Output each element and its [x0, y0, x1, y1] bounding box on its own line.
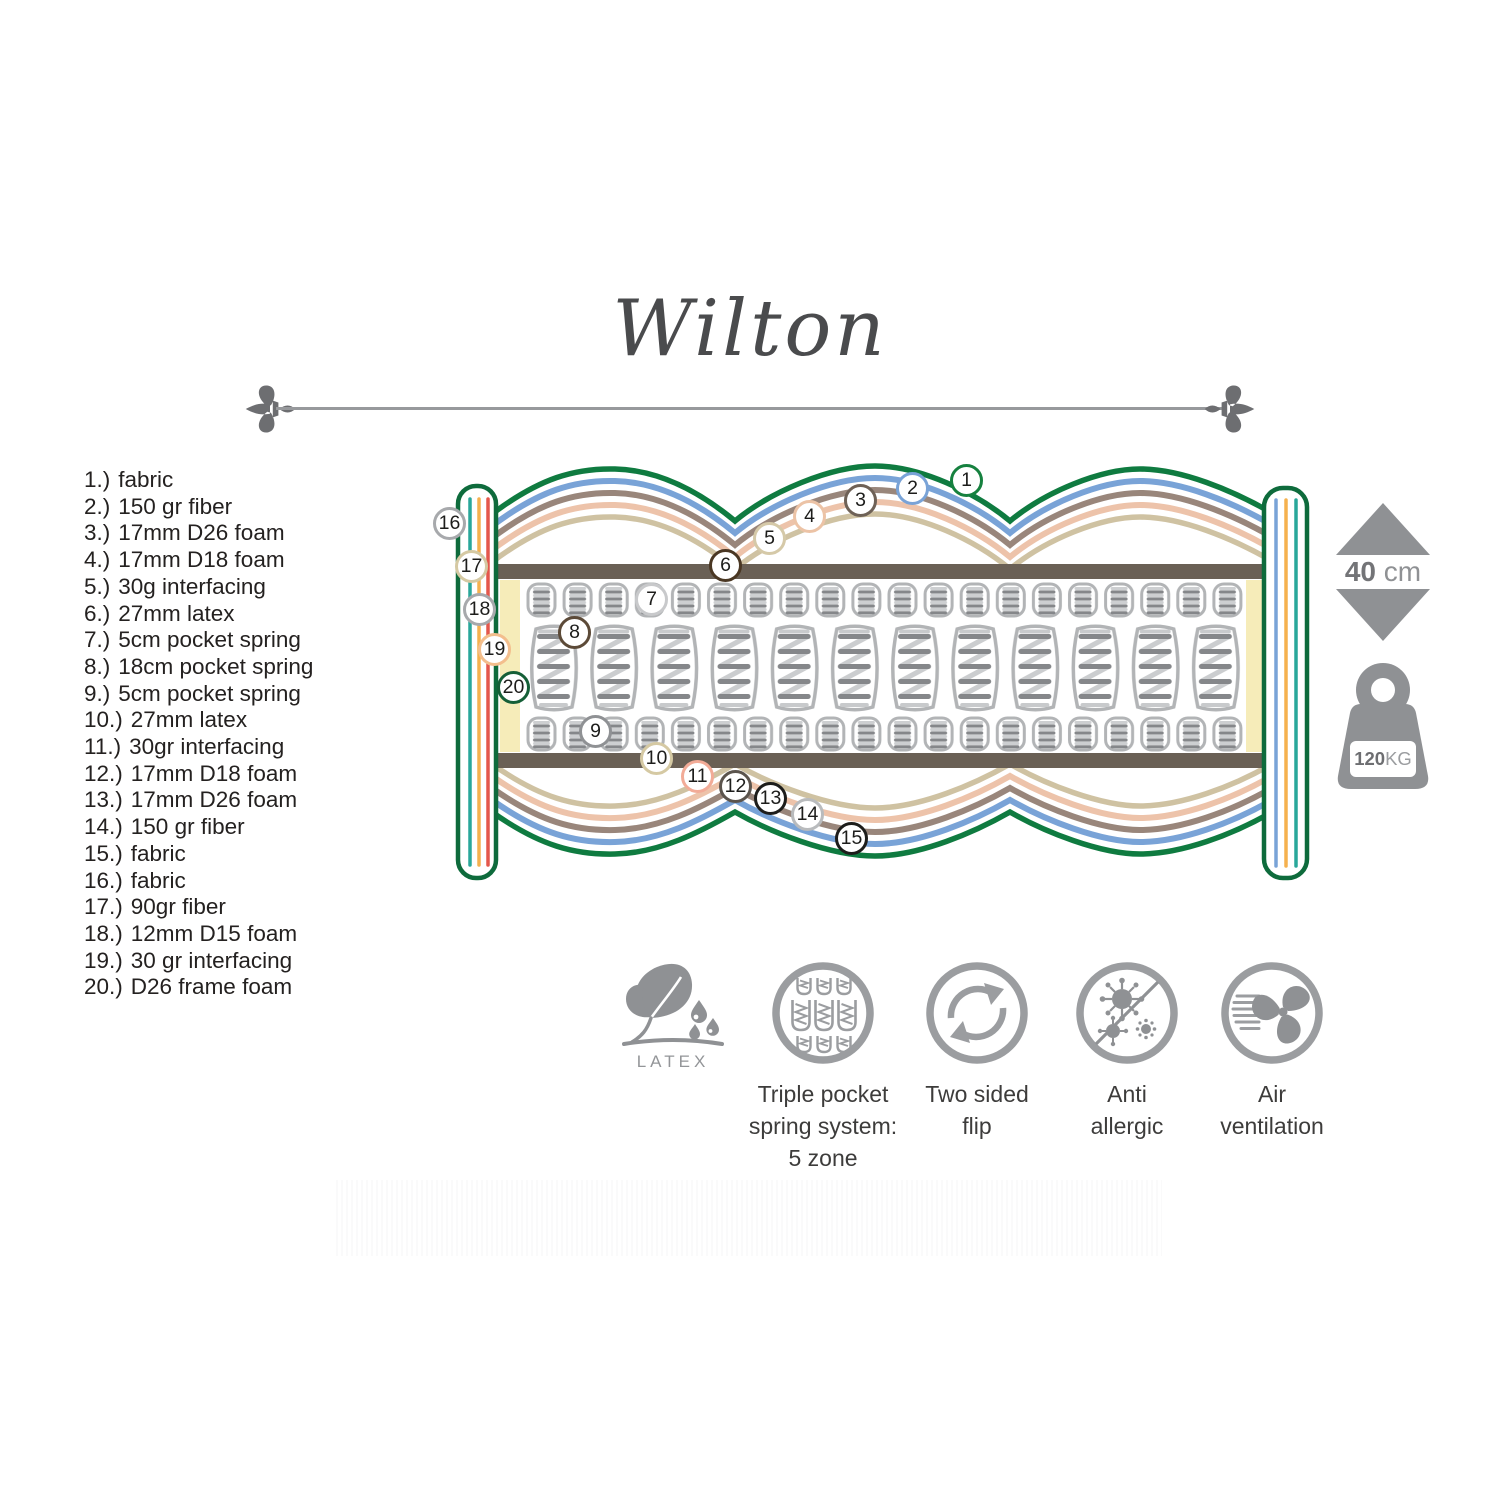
mattress-cross-section-diagram [455, 430, 1310, 881]
callout-13: 13 [754, 782, 787, 815]
height-spec: 40 cm [1336, 503, 1430, 641]
legend-item: 1.)fabric [84, 467, 174, 492]
feature-two-sided-flip: Two sided flip [900, 958, 1054, 1142]
fleur-de-lis-right-icon [1202, 381, 1258, 437]
pocket-spring-row-middle [524, 622, 1246, 714]
legend-item: 19.)30 gr interfacing [84, 947, 293, 973]
feature-label: Two sided flip [925, 1081, 1029, 1139]
layer-legend: 1.)fabric 2.)150 gr fiber 3.)17mm D26 fo… [84, 467, 313, 1001]
bottom-layers [492, 764, 1272, 856]
callout-1: 1 [950, 464, 983, 497]
weight-icon [1337, 663, 1429, 789]
legend-item: 10.)27mm latex [84, 707, 248, 733]
callout-16: 16 [433, 507, 466, 540]
height-value: 40 cm [1344, 556, 1422, 587]
weight-spec: 120KG [1333, 659, 1433, 806]
callout-8: 8 [558, 616, 591, 649]
legend-item: 16.)fabric [84, 867, 186, 893]
legend-item: 3.)17mm D26 foam [84, 520, 285, 546]
legend-item: 20.)D26 frame foam [84, 974, 293, 1000]
frame-foam-right [1246, 580, 1266, 752]
latex-label: LATEX [636, 1052, 710, 1071]
divider-line [276, 407, 1224, 410]
feature-air-ventilation: Air ventilation [1195, 958, 1349, 1142]
height-arrows-icon [1336, 503, 1430, 641]
legend-item: 8.)18cm pocket spring [84, 653, 314, 679]
weight-value: 120KG [1354, 748, 1412, 769]
triple-pocket-spring-icon [772, 962, 874, 1064]
legend-item: 14.)150 gr fiber [84, 814, 245, 840]
callout-19: 19 [478, 633, 511, 666]
legend-item: 2.)150 gr fiber [84, 493, 233, 519]
latex-leaf-icon [622, 963, 724, 1046]
callout-17: 17 [455, 550, 488, 583]
side-cap-left [455, 483, 499, 881]
callout-10: 10 [640, 742, 673, 775]
legend-item: 9.)5cm pocket spring [84, 680, 301, 706]
two-sided-flip-icon [926, 962, 1028, 1064]
callout-14: 14 [791, 798, 824, 831]
air-ventilation-icon [1221, 962, 1323, 1064]
pocket-spring-row-top [524, 582, 1246, 618]
legend-item: 7.)5cm pocket spring [84, 627, 301, 653]
callout-12: 12 [719, 770, 752, 803]
legend-item: 6.)27mm latex [84, 600, 235, 626]
legend-item: 12.)17mm D18 foam [84, 760, 298, 786]
callout-5: 5 [753, 522, 786, 555]
legend-item: 13.)17mm D26 foam [84, 787, 298, 813]
callout-2: 2 [896, 472, 929, 505]
callout-7: 7 [635, 583, 668, 616]
feature-anti-allergic: Anti allergic [1050, 958, 1204, 1142]
anti-allergic-icon [1076, 962, 1178, 1064]
legend-item: 4.)17mm D18 foam [84, 547, 285, 573]
feature-label: Triple pocket spring system: 5 zone [748, 1081, 898, 1171]
latex-layer-top [495, 564, 1270, 579]
frame-foam-left [500, 580, 520, 752]
callout-9: 9 [579, 715, 612, 748]
side-cap-right [1261, 485, 1310, 881]
callout-18: 18 [463, 593, 496, 626]
feature-label: Anti allergic [1090, 1081, 1164, 1139]
callout-15: 15 [835, 822, 868, 855]
faint-print-artifact [336, 1180, 1162, 1256]
callout-3: 3 [844, 484, 877, 517]
callout-11: 11 [681, 760, 714, 793]
pocket-spring-row-bottom [524, 716, 1246, 752]
legend-item: 15.)fabric [84, 840, 186, 866]
feature-latex: LATEX [596, 960, 750, 1072]
callout-6: 6 [709, 549, 742, 582]
legend-item: 11.)30gr interfacing [84, 734, 285, 760]
callout-4: 4 [793, 500, 826, 533]
feature-label: Air ventilation [1220, 1081, 1324, 1139]
latex-layer-bottom [495, 753, 1270, 768]
page-title: Wilton [612, 284, 888, 374]
top-layers [492, 466, 1272, 569]
legend-item: 5.)30g interfacing [84, 573, 266, 599]
legend-item: 17.)90gr fiber [84, 894, 226, 920]
legend-item: 18.)12mm D15 foam [84, 920, 298, 946]
divider [242, 380, 1258, 438]
feature-triple-pocket-spring: Triple pocket spring system: 5 zone [746, 958, 900, 1174]
callout-20: 20 [497, 671, 530, 704]
